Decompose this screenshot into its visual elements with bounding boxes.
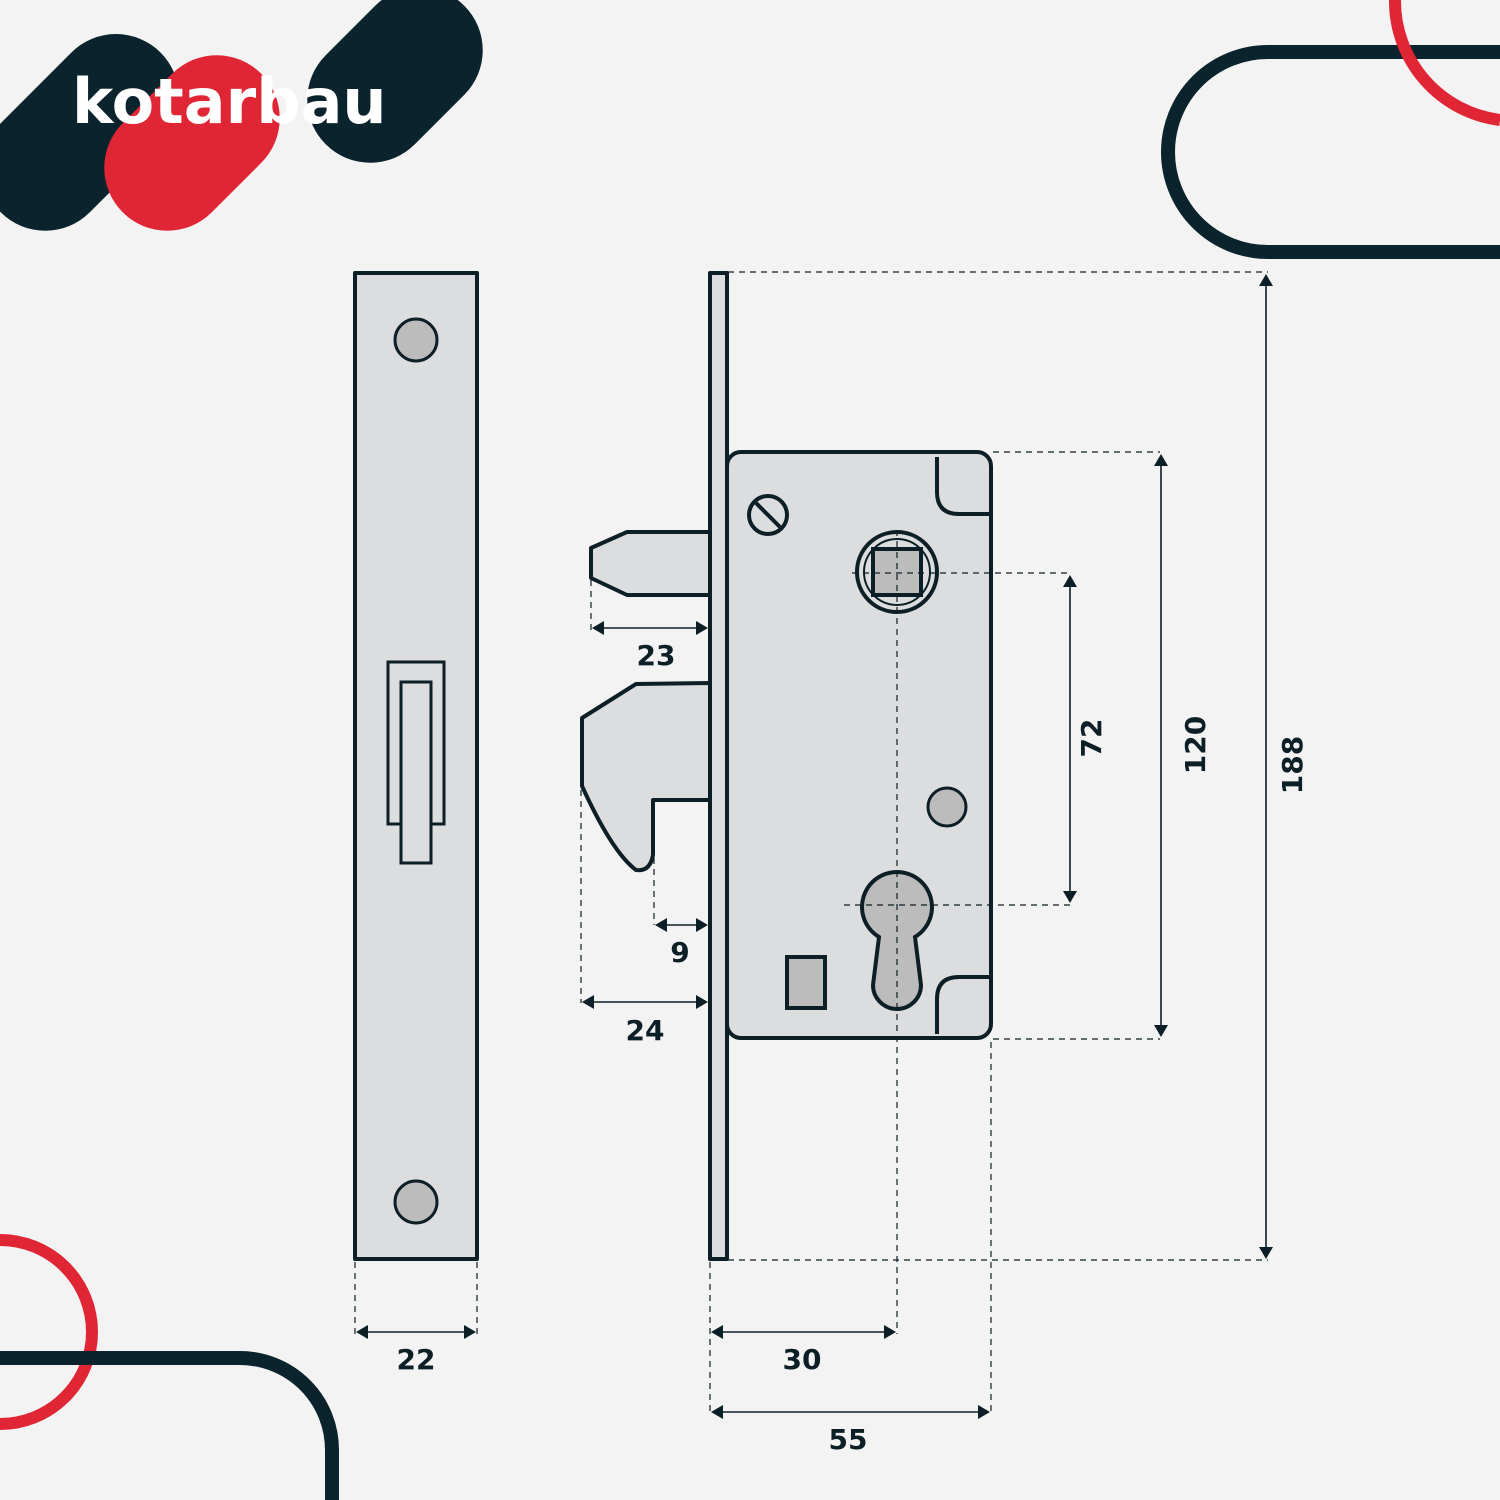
decor-top-right	[1161, 0, 1500, 259]
lock-slot	[785, 955, 827, 1010]
latch-bolt	[589, 530, 712, 597]
screw-hole-top	[393, 317, 439, 363]
dimension-labels: 22 23 9 24 30 55 72 120 188	[397, 639, 1309, 1456]
fixing-hole	[926, 786, 968, 828]
lock-side-view	[580, 271, 993, 1261]
dim-body-depth: 55	[829, 1423, 868, 1456]
hook-bolt	[580, 681, 712, 873]
extension-lines	[354, 271, 1268, 1415]
dim-center-distance: 72	[1075, 719, 1108, 758]
screw-hole-bottom	[393, 1179, 439, 1225]
dim-backset: 30	[783, 1343, 822, 1376]
faceplate-edge	[708, 271, 729, 1261]
dim-faceplate-width: 22	[397, 1343, 436, 1376]
dimension-lines	[356, 274, 1273, 1419]
dim-body-height: 120	[1179, 716, 1212, 774]
dim-faceplate-height: 188	[1276, 736, 1309, 794]
logo-wordmark: kotarbau	[72, 65, 387, 138]
dim-hook-projection: 24	[626, 1014, 665, 1047]
brand-logo: kotarbau	[0, 0, 483, 231]
dim-hook-gap: 9	[670, 936, 689, 969]
dim-latch-projection: 23	[637, 639, 676, 672]
body-corner-bottom	[935, 975, 989, 1034]
lock-body	[725, 450, 993, 1040]
body-corner-top	[935, 457, 989, 516]
decor-bottom-left	[0, 1234, 339, 1500]
faceplate-front-view	[353, 271, 479, 1261]
hook-tip	[399, 680, 433, 865]
